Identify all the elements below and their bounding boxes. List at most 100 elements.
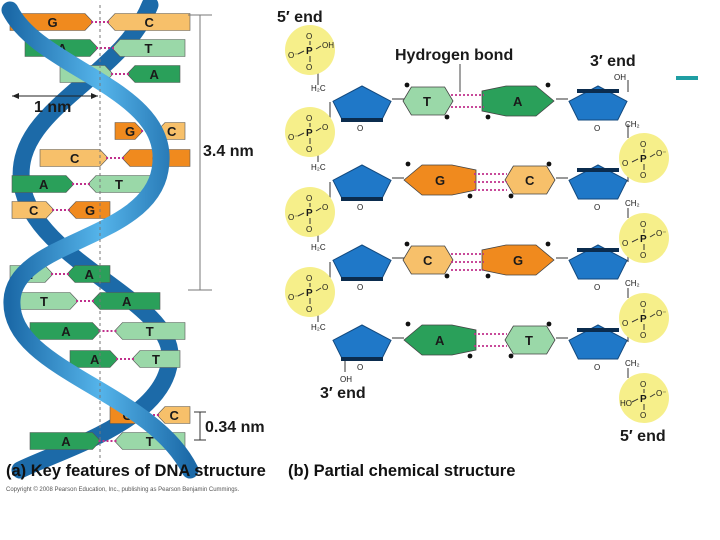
chem-base-right-label: A [513,94,523,109]
five-prime-bottom-label: 5′ end [620,428,666,445]
rise-label: 0.34 nm [205,419,265,436]
phosphate-oxygen-minus: O⁻ [656,389,666,398]
h2c-label: H₂C [311,323,326,332]
helix-base-left [29,432,101,450]
phosphate-oxygen: O [640,251,646,260]
phosphate-oxygen: O [622,239,628,248]
phosphate-oxygen: O [640,380,646,389]
one-nm-label: 1 nm [34,99,71,116]
pitch-label: 3.4 nm [203,143,254,160]
phosphate-bond [315,127,322,132]
chem-base-right [481,244,555,276]
caption-a: (a) Key features of DNA structure [6,462,266,480]
atom-dot [546,161,552,167]
chem-base-right [504,165,556,195]
phosphate-bond [297,292,305,297]
helix-base-right [114,322,186,340]
phosphate-bond [649,153,656,158]
phosphate-oxygen: O [306,274,312,283]
phosphate-highlight [285,107,335,157]
phosphate-bond [631,238,639,243]
sugar-oxygen-left: O [357,203,363,212]
pitch-measure: 3.4 nm [188,14,254,291]
phosphate-oxygen: O [640,220,646,229]
helix-base-right-label: C [170,408,180,423]
helix-base-right [87,175,151,193]
atom-dot [444,114,450,120]
chem-base-right [481,85,555,117]
helix-base-right-label: T [146,434,154,449]
phosphate-oxygen: O [640,411,646,420]
helix-base-left [39,149,109,167]
deoxyribose-left [332,244,392,280]
deoxyribose-right [568,244,628,280]
phosphate-oxygen: O [306,194,312,203]
phosphate-oxygen-minus: O⁻ [288,213,298,222]
helix-base-right-label: A [122,294,132,309]
deoxyribose-left [332,164,392,200]
phosphate-oxygen: O [322,283,328,292]
deoxyribose-right [568,164,628,200]
phosphorus-label: P [306,128,313,139]
sugar-oxygen-right: O [594,203,600,212]
atom-dot [485,114,491,120]
helix-base-left-label: T [40,294,48,309]
atom-dot [546,321,552,327]
phosphate-highlight [285,25,335,75]
phosphate-bond [649,233,656,238]
phosphorus-label: P [306,208,313,219]
atom-dot [404,241,410,247]
atom-dot [405,161,411,167]
phosphate-highlight [285,187,335,237]
atom-dot [467,193,473,199]
helix-base-right [111,39,186,57]
helix-base-left-label: A [61,434,71,449]
phosphorus-label: P [640,234,647,245]
helix-base-left-label: G [48,15,58,30]
chem-base-left-label: G [435,173,445,188]
atom-dot [508,193,514,199]
helix-base-left-label: A [90,352,100,367]
slide-accent-bar [676,76,698,80]
phosphate-bond [649,393,656,398]
helix-base-right [91,292,161,310]
phosphate-highlight [285,267,335,317]
phosphate-oxygen-minus: O⁻ [288,133,298,142]
atom-dot [405,321,411,327]
chem-base-left-label: T [423,94,431,109]
phosphate-ho: HO [620,399,632,408]
chem-base-right [504,325,556,355]
helix-base-left [11,201,55,219]
phosphate-highlight [619,213,669,263]
three-prime-bottom-label: 3′ end [320,385,366,402]
phosphate-oxygen: O [306,305,312,314]
chem-base-left [403,164,477,196]
helix-base-left-label: C [70,151,80,166]
helix-base-right-label: G [85,203,95,218]
oh-top-right: OH [614,73,626,82]
phosphate-oxygen: O [322,123,328,132]
rise-measure: 0.34 nm [194,411,265,441]
phosphate-bond [297,132,305,137]
atom-dot [508,353,514,359]
sugar-oxygen-right: O [594,124,600,133]
chem-base-right-label: T [525,333,533,348]
helix-base-right [156,406,191,424]
helix-base-left [114,122,144,140]
caption-b: (b) Partial chemical structure [288,462,516,480]
phosphate-oxygen: O [306,225,312,234]
phosphate-bond [297,50,305,55]
phosphate-oxygen: O [306,114,312,123]
